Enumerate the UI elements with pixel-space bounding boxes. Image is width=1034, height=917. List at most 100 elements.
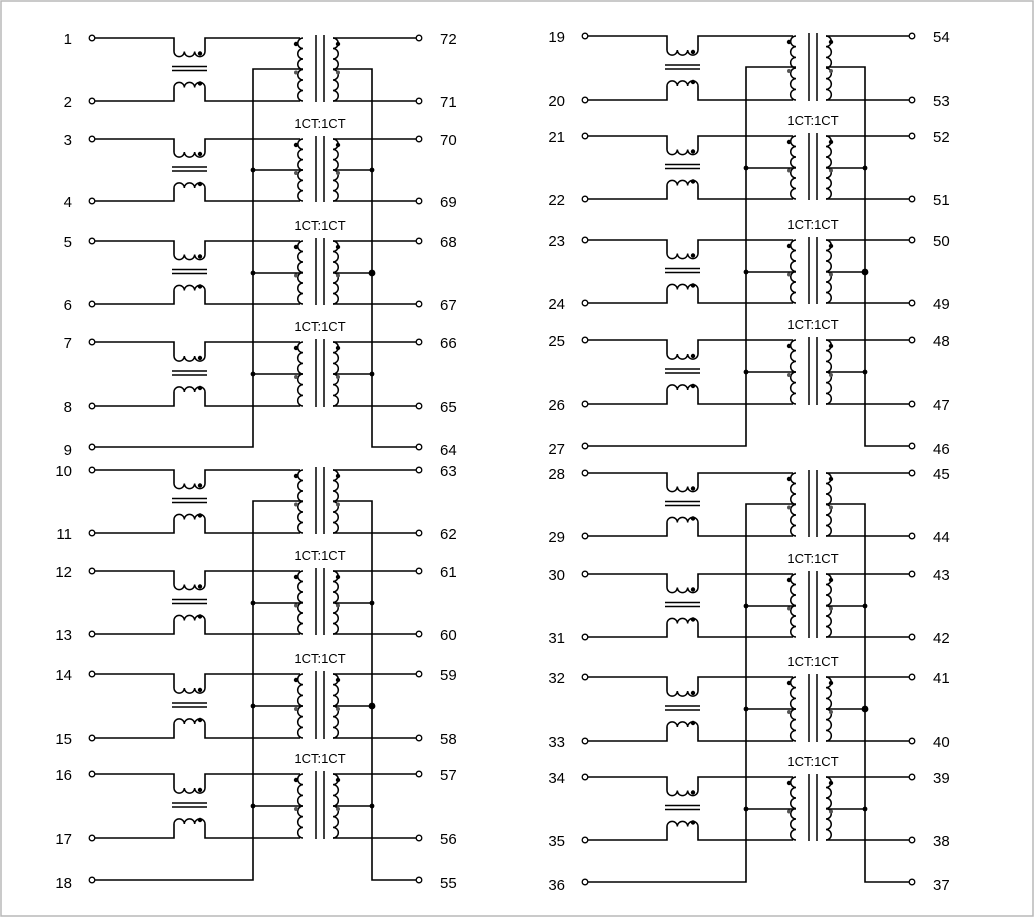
cmc-to-xfmr-top [204,570,300,585]
pin-29 [581,532,589,540]
cmc-to-xfmr-top [204,138,300,152]
polarity-dot [293,345,299,351]
cmc-to-xfmr-top [697,339,793,354]
polarity-dot [786,343,792,349]
pin-label-53: 53 [933,93,950,110]
pin-label-9: 9 [64,442,72,459]
cmc-winding-top [666,587,699,594]
pin-label-46: 46 [933,441,950,458]
pin-52 [908,132,916,140]
secondary-center-tap-bus [333,500,416,881]
polarity-dot [690,179,696,184]
center-tap-dot [829,809,833,814]
turns-ratio-label: 1CT:1CT [787,754,838,769]
turns-ratio-label: 1CT:1CT [294,319,345,334]
pin-label-3: 3 [64,132,72,149]
center-tap-dot [787,710,791,714]
junction-dot [862,369,868,375]
cmc-lead-top [588,573,668,588]
polarity-dot [293,777,299,783]
polarity-dot [197,254,203,259]
turns-ratio-label: 1CT:1CT [787,317,838,332]
pin-label-22: 22 [548,192,565,209]
polarity-dot [197,687,203,693]
cmc-lead-bottom [588,623,668,638]
cmc-to-xfmr-bottom [697,185,793,200]
pin-label-54: 54 [933,29,950,46]
cmc-lead-top [95,240,175,255]
cmc-lead-top [95,469,175,484]
polarity-dot [335,244,341,250]
pin-label-71: 71 [440,94,457,111]
pin-13 [88,630,96,638]
pin-label-28: 28 [548,466,565,483]
cmc-winding-top [666,690,699,697]
cmc-winding-top [173,254,206,261]
cmc-lead-top [95,341,175,356]
cmc-lead-top [588,35,668,50]
pin-label-26: 26 [548,397,565,414]
cmc-lead-bottom [95,392,175,407]
pin-label-35: 35 [548,833,565,850]
pin-49 [908,299,916,307]
pin-63 [415,466,423,474]
turns-ratio-label: 1CT:1CT [294,218,345,233]
cmc-winding-top [666,790,699,797]
pin-26 [581,400,589,408]
pin-53 [908,96,916,104]
cmc-lead-top [588,239,668,254]
junction-dot-large [861,705,869,713]
cmc-winding-top [666,486,699,493]
junction-dot [369,600,375,606]
pin-label-27: 27 [548,441,565,458]
transformer-group-1: 1272713470691CT:1CT5668671CT:1CT7866651C… [64,31,457,459]
pin-label-19: 19 [548,29,565,46]
transformer-group-2: 10116362121361601CT:1CT141559581CT:1CT16… [55,463,456,892]
pin-label-20: 20 [548,93,565,110]
polarity-dot [197,483,203,488]
pin-label-2: 2 [64,94,72,111]
polarity-dot [786,476,792,482]
pin-label-55: 55 [440,875,457,892]
junction-dot [250,167,256,173]
cmc-to-xfmr-bottom [204,519,300,534]
pin-label-31: 31 [548,630,565,647]
pin-67 [415,300,423,308]
center-tap-dot [336,502,340,507]
polarity-dot [197,513,203,518]
cmc-winding-top [173,787,206,794]
pin-label-25: 25 [548,333,565,350]
junction-dot [250,600,256,606]
pin-44 [908,532,916,540]
cmc-to-xfmr-top [697,135,793,150]
pin-label-18: 18 [55,875,72,892]
polarity-dot [828,780,834,786]
polarity-dot [335,677,341,683]
center-tap-dot [336,375,340,379]
primary-center-tap-bus [588,503,796,883]
pin-label-14: 14 [55,667,72,684]
pin-label-45: 45 [933,466,950,483]
secondary-center-tap-bus [826,503,909,883]
pin-23 [581,236,589,244]
pin-label-70: 70 [440,132,457,149]
center-tap-dot [829,168,833,173]
pin-24 [581,299,589,307]
pin-label-52: 52 [933,129,950,146]
cmc-to-xfmr-top [697,35,793,50]
pin-66 [415,338,423,346]
turns-ratio-label: 1CT:1CT [294,651,345,666]
transformer-group-4: 28294544303143421CT:1CT323341401CT:1CT34… [548,466,949,894]
junction-dot [743,165,749,171]
cmc-to-xfmr-bottom [204,724,300,739]
pin-8 [88,402,96,410]
cmc-lead-top [95,37,175,52]
secondary-center-tap-bus [826,66,909,447]
pin-label-38: 38 [933,833,950,850]
pin-label-11: 11 [56,526,72,543]
cmc-to-xfmr-bottom [697,522,793,537]
pin-label-5: 5 [64,234,72,251]
